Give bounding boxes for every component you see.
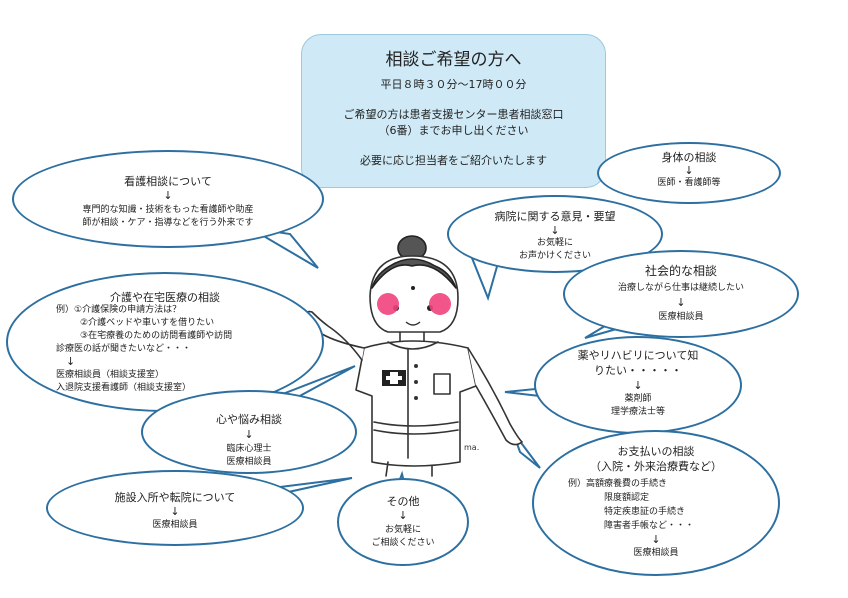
arrow-down-icon: ↓ (550, 224, 560, 237)
medicine-title-1: 薬やリハビリについて知 (577, 349, 699, 362)
bubble-physical: 身体の相談 ↓ 医師・看護師等 (597, 142, 781, 204)
bubble-facility: 施設入所や転院について ↓ 医療相談員 (46, 470, 304, 546)
bubble-mental: 心や悩み相談 ↓ 臨床心理士 医療相談員 (141, 390, 357, 474)
arrow-down-icon: ↓ (676, 296, 686, 309)
info-desk-line1: ご希望の方は患者支援センター患者相談窓口 (343, 108, 564, 121)
payment-example-3: 特定疾患証の手続き (604, 507, 686, 517)
care-example-4: 診療医の話が聞きたいなど・・・ (56, 344, 192, 354)
social-staff: 医療相談員 (658, 312, 704, 322)
care-example-1: 例）①介護保険の申請方法は？ (56, 305, 182, 315)
arrow-down-icon: ↓ (244, 428, 254, 441)
care-staff-2: 入退院支援看護師（相談支援室） (56, 383, 192, 393)
medicine-title-2: りたい・・・・・ (594, 364, 682, 377)
payment-staff: 医療相談員 (633, 548, 679, 558)
arrow-down-icon: ↓ (163, 189, 173, 202)
arrow-down-icon: ↓ (684, 164, 694, 177)
opinion-line2: お声かけください (518, 251, 591, 261)
care-example-3: ③在宅療養のための訪問看護師や訪問 (80, 331, 233, 341)
care-title: 介護や在宅医療の相談 (110, 291, 220, 304)
info-hours: 平日８時３０分～17時００分 (380, 78, 527, 91)
bubble-medicine: 薬やリハビリについて知 りたい・・・・・ ↓ 薬剤師 理学療法士等 (534, 336, 742, 434)
bubble-payment: お支払いの相談 （入院・外来治療費など） 例）高額療養費の手続き 限度額認定 特… (532, 430, 780, 576)
facility-title: 施設入所や転院について (114, 491, 236, 504)
medicine-staff-2: 理学療法士等 (610, 407, 665, 417)
mental-title: 心や悩み相談 (216, 413, 282, 426)
nursing-line1: 専門的な知識・技術をもった看護師や助産 (82, 205, 254, 215)
info-desk-line2: （6番）までお申し出ください (378, 124, 529, 137)
payment-example-4: 障害者手帳など・・・ (604, 521, 695, 531)
payment-title: お支払いの相談 (617, 445, 695, 458)
arrow-down-icon: ↓ (170, 505, 180, 518)
care-staff-1: 医療相談員（相談支援室） (56, 370, 165, 380)
care-example-2: ②介護ベッドや車いすを借りたい (80, 318, 215, 328)
arrow-down-icon: ↓ (651, 533, 661, 546)
nurse-illustration: ma. (305, 235, 523, 477)
consultation-info-box: 相談ご希望の方へ 平日８時３０分～17時００分 ご希望の方は患者支援センター患者… (301, 34, 606, 188)
other-line1: お気軽に (384, 525, 421, 535)
info-intro: 必要に応じ担当者をご紹介いたします (360, 154, 547, 167)
payment-subtitle: （入院・外来治療費など） (590, 460, 722, 473)
nursing-line2: 師が相談・ケア・指導などを行う外来です (82, 218, 254, 228)
nursing-title: 看護相談について (124, 175, 212, 188)
social-subtitle: 治療しながら仕事は継続したい (617, 283, 744, 293)
arrow-down-icon: ↓ (66, 355, 76, 368)
bubble-other: その他 ↓ お気軽に ご相談ください (337, 478, 469, 566)
physical-staff: 医師・看護師等 (657, 178, 721, 188)
medicine-staff-1: 薬剤師 (624, 394, 652, 404)
physical-title: 身体の相談 (661, 151, 717, 164)
opinion-title: 病院に関する意見・要望 (494, 210, 616, 223)
other-title: その他 (386, 495, 420, 508)
facility-staff: 医療相談員 (152, 520, 198, 530)
bubble-nursing: 看護相談について ↓ 専門的な知識・技術をもった看護師や助産 師が相談・ケア・指… (12, 150, 324, 248)
opinion-line1: お気軽に (536, 238, 573, 248)
arrow-down-icon: ↓ (633, 379, 643, 392)
info-title: 相談ご希望の方へ (385, 50, 522, 70)
arrow-down-icon: ↓ (398, 509, 408, 522)
signature-text: ma. (464, 443, 479, 452)
social-title: 社会的な相談 (644, 264, 717, 278)
mental-staff-2: 医療相談員 (226, 457, 272, 467)
bubble-social: 社会的な相談 治療しながら仕事は継続したい ↓ 医療相談員 (563, 250, 799, 338)
payment-example-1: 例）高額療養費の手続き (568, 479, 668, 489)
payment-example-2: 限度額認定 (604, 493, 650, 503)
other-line2: ご相談ください (371, 538, 435, 548)
mental-staff-1: 臨床心理士 (226, 444, 272, 454)
